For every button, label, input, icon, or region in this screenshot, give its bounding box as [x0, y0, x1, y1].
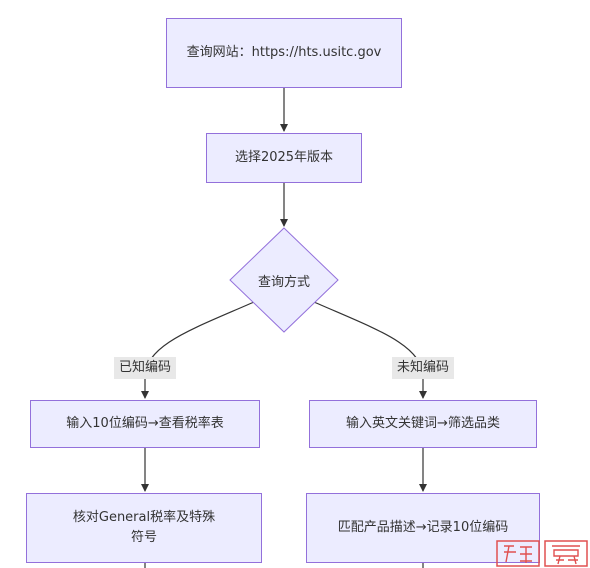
unknown-match-node: 匹配产品描述→记录10位编码 [306, 493, 540, 563]
unknown-input-node: 输入英文关键词→筛选品类 [309, 400, 537, 448]
red-seal-stamp-watermark-icon [496, 540, 588, 567]
start-node: 查询网站：https://hts.usitc.gov [166, 18, 402, 88]
edge-decision-to-unknown [313, 301, 427, 399]
edge-label-known: 已知编码 [114, 357, 176, 379]
known-check-node: 核对General税率及特殊符号 [26, 493, 262, 563]
edge-decision-to-known [141, 301, 255, 399]
decision-node-label: 查询方式 [257, 274, 310, 290]
select-version-node: 选择2025年版本 [206, 133, 362, 183]
known-input-node: 输入10位编码→查看税率表 [30, 400, 260, 448]
decision-diamond [229, 227, 339, 333]
edge-label-unknown: 未知编码 [392, 357, 454, 379]
